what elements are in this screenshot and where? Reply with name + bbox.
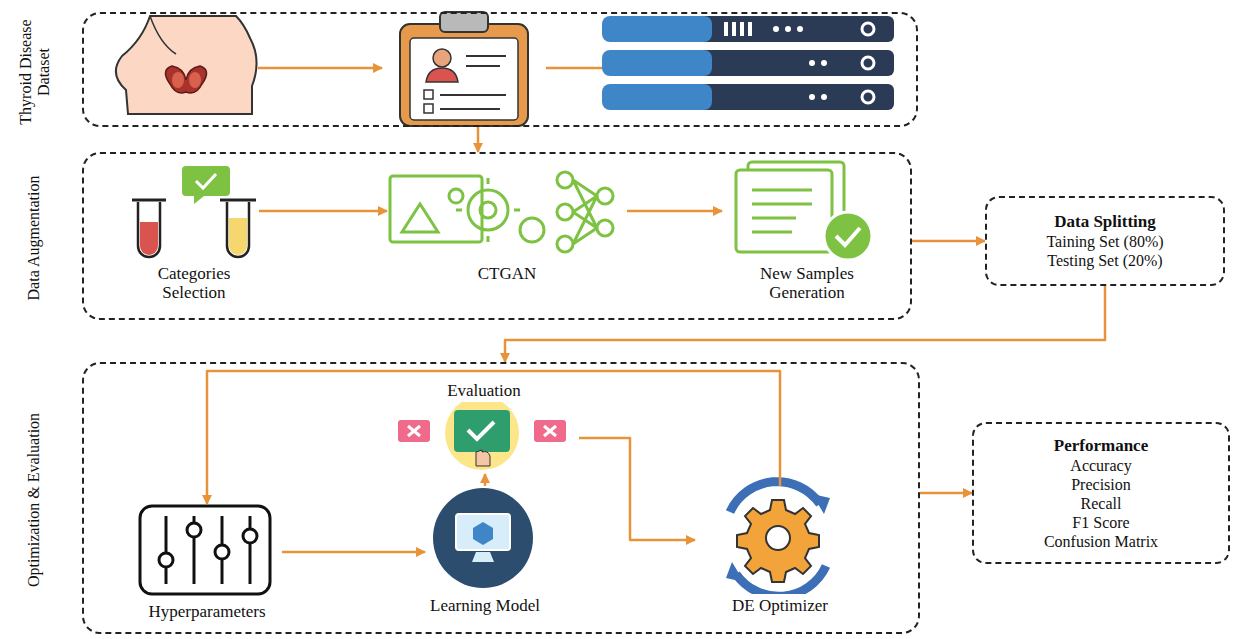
box-item: F1 Score	[1072, 513, 1129, 532]
info-box: PerformanceAccuracyPrecisionRecallF1 Sco…	[972, 422, 1230, 564]
group-panel: Categories Selection CTGAN New Samples Gen…	[82, 152, 912, 320]
flow-arrow	[579, 438, 695, 540]
evaluation-icon	[398, 396, 566, 470]
flow-arrow	[258, 67, 382, 70]
step-label: DE Optimizer	[729, 594, 831, 617]
step-label: CTGAN	[475, 262, 540, 285]
box-item: Taining Set (80%)	[1046, 232, 1163, 251]
group-label: Optimization & Evaluation	[14, 364, 54, 636]
box-item: Precision	[1071, 475, 1131, 494]
icon-step: CTGAN	[387, 160, 627, 285]
gan-icon	[390, 172, 613, 252]
optimizer-icon	[726, 482, 830, 597]
step-label: New Samples Generation	[729, 262, 885, 304]
group-label: Thyroid Disease Dataset	[14, 14, 54, 129]
flow-arrow	[282, 551, 425, 554]
group-panel: Thyroid Disease Dataset	[82, 12, 918, 127]
throat-icon	[116, 16, 257, 114]
flow-arrow	[259, 210, 387, 213]
box-item: Testing Set (20%)	[1047, 251, 1162, 270]
document-icon	[736, 162, 872, 260]
record-icon	[400, 12, 528, 126]
flow-arrow	[207, 371, 780, 504]
model-icon	[433, 488, 533, 588]
info-box: Data SplittingTaining Set (80%)Testing S…	[985, 196, 1225, 286]
database-icon	[602, 16, 894, 110]
icon-step: New Samples Generation	[722, 160, 892, 304]
step-label: Hyperparameters	[145, 600, 268, 623]
flow-arrow	[912, 240, 985, 243]
group-panel: EvaluationHyperparameters Learning Model D…	[82, 362, 920, 634]
icon-step: Categories Selection	[129, 160, 259, 304]
box-item: Recall	[1081, 494, 1122, 513]
slider-icon	[140, 506, 270, 594]
flow-arrow	[627, 210, 722, 213]
flow-arrow	[484, 474, 487, 486]
flow-arrow	[477, 127, 480, 152]
box-heading: Data Splitting	[1054, 212, 1156, 232]
step-label: Learning Model	[427, 594, 543, 617]
icon-step: Learning Model	[425, 486, 545, 617]
box-item: Accuracy	[1070, 456, 1131, 475]
box-item: Confusion Matrix	[1044, 532, 1158, 551]
icon-step: DE Optimizer	[695, 486, 865, 617]
step-label: Evaluation	[444, 379, 524, 402]
group-label: Data Augmentation	[14, 154, 54, 322]
icon-step: Evaluation	[389, 379, 579, 474]
test-tube-icon	[132, 166, 256, 257]
icon-step: Hyperparameters	[132, 504, 282, 623]
step-label: Categories Selection	[131, 262, 257, 304]
box-heading: Performance	[1054, 436, 1148, 456]
flow-arrow	[920, 492, 972, 495]
